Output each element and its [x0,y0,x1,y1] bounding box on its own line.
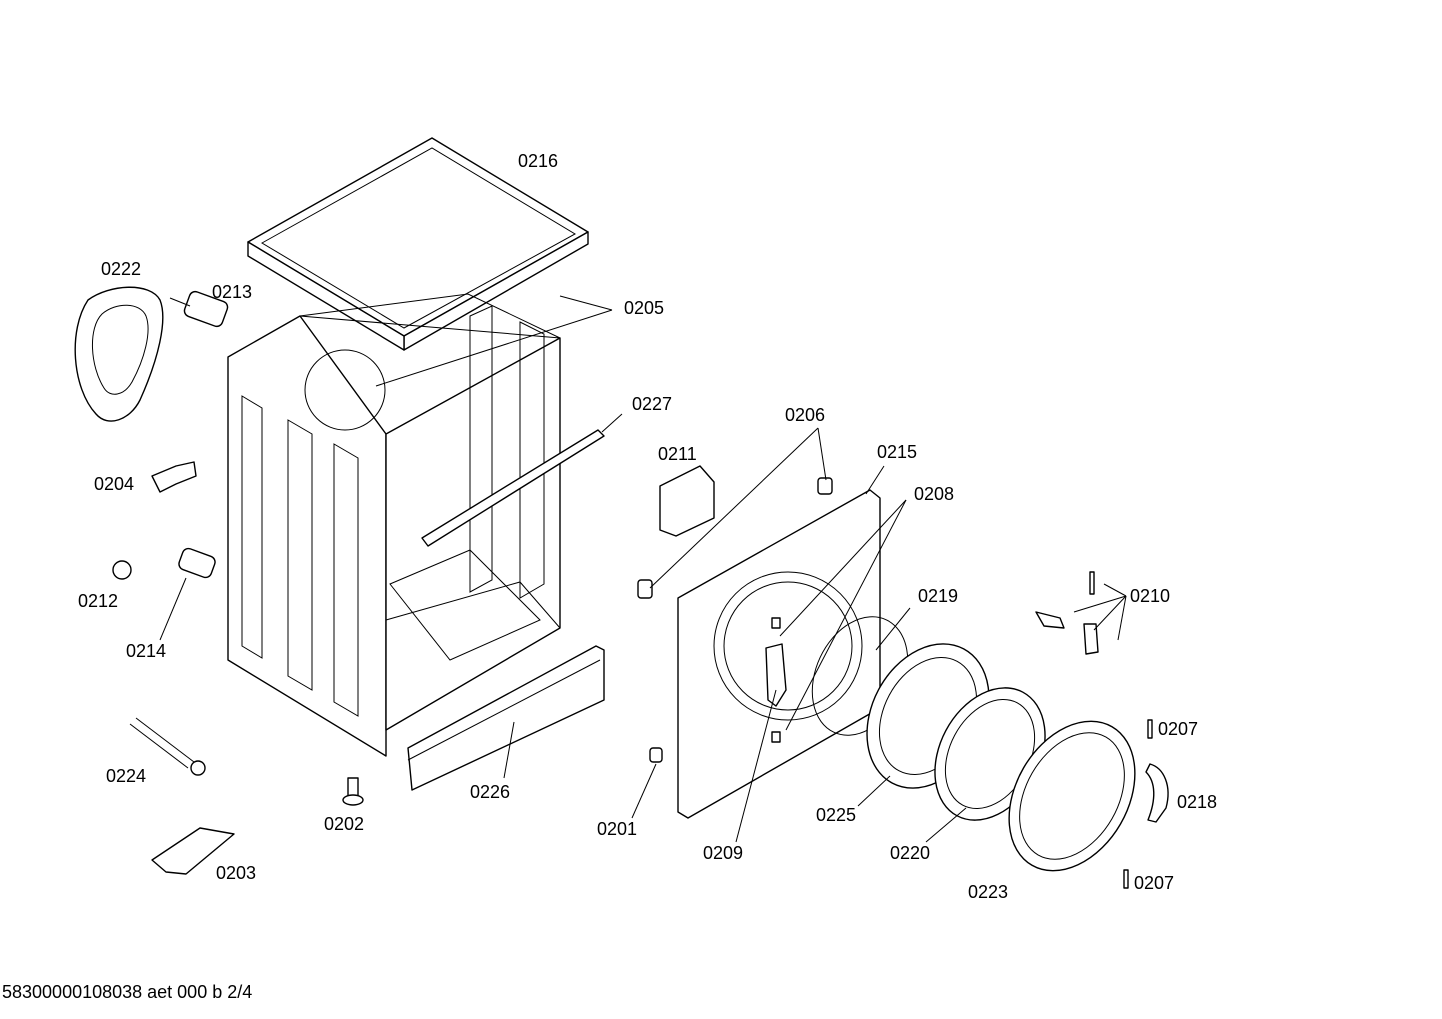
label-0208: 0208 [914,484,955,504]
label-0213: 0213 [212,282,253,302]
label-0218: 0218 [1177,792,1218,812]
cabinet-part [227,293,561,757]
label-0212: 0212 [78,591,119,611]
label-0223: 0223 [968,882,1009,902]
door-lock-part [659,465,715,537]
label-0215: 0215 [877,442,918,462]
pin-0207-part [1123,719,1153,889]
cross-bar-part [421,429,605,547]
label-0214: 0214 [126,641,167,661]
knob-0201-part [649,747,663,763]
label-0219: 0219 [918,586,959,606]
valve-0214-part [178,547,216,579]
parts-0210 [1035,571,1099,655]
label-0226: 0226 [470,782,511,802]
plinth-part [407,645,605,791]
label-0209: 0209 [703,843,744,863]
label-0224: 0224 [106,766,147,786]
rear-panel-part [74,286,164,422]
wrench-part [129,717,206,776]
valve-0213-part [169,290,229,328]
label-0204: 0204 [94,474,135,494]
label-0210: 0210 [1130,586,1171,606]
document-footer-code: 58300000108038 aet 000 b 2/4 [2,982,253,1002]
door-outer-ring-part [1008,720,1136,872]
label-0222: 0222 [101,259,142,279]
label-0220: 0220 [890,843,931,863]
label-0216: 0216 [518,151,559,171]
hinge-0206-part [637,477,833,599]
label-0203: 0203 [216,863,257,883]
label-0202: 0202 [324,814,365,834]
label-0225: 0225 [816,805,857,825]
label-0206: 0206 [785,405,826,425]
hinge-0209-part [765,617,787,743]
label-0201: 0201 [597,819,638,839]
top-cover-part [247,137,589,351]
label-0207-bottom: 0207 [1134,873,1175,893]
handle-part [1145,763,1169,823]
foot-part [342,777,364,806]
label-0227: 0227 [632,394,673,414]
label-0211: 0211 [658,444,697,464]
label-0205: 0205 [624,298,665,318]
plate-part [151,827,235,875]
cap-0212-part [112,560,132,580]
leader-lines [159,295,1127,843]
clip-0204-part [151,461,197,493]
label-0207-top: 0207 [1158,719,1199,739]
